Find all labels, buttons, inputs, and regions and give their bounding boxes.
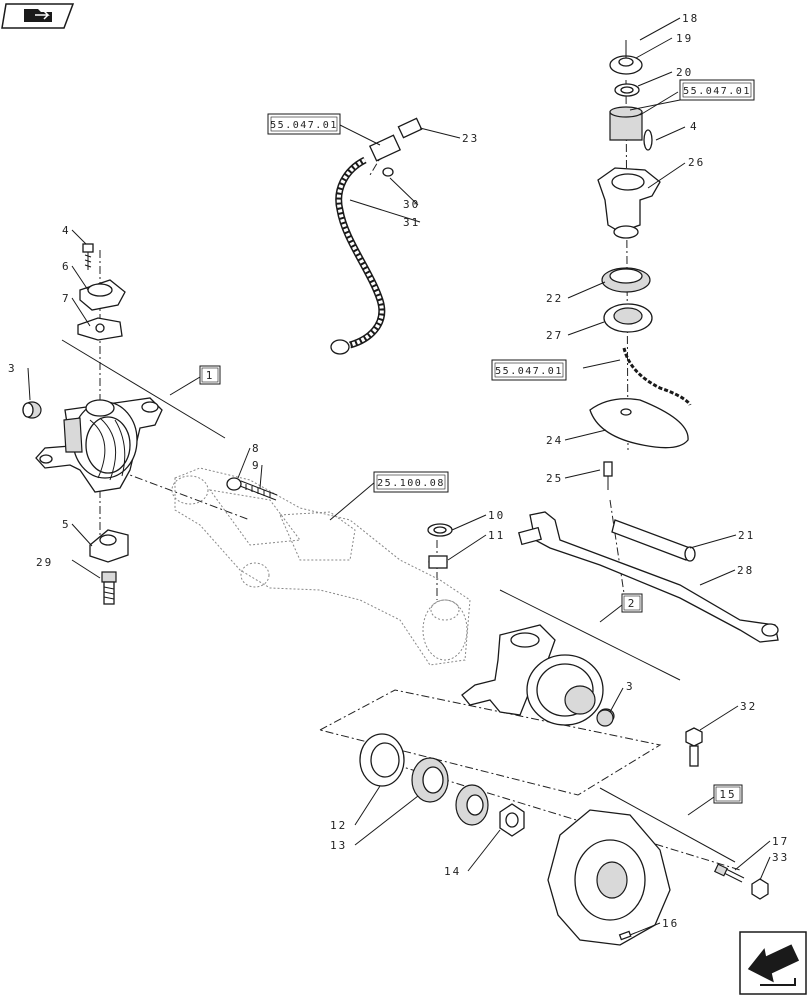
seal-12 — [359, 733, 405, 787]
ref-box-fitting[interactable]: 55.047.01 — [267, 113, 341, 135]
nut-14 — [499, 803, 525, 837]
callout-8[interactable]: 8 — [252, 442, 261, 455]
callout-27[interactable]: 27 — [546, 329, 563, 342]
callout-18[interactable]: 18 — [682, 12, 699, 25]
callout-24[interactable]: 24 — [546, 434, 563, 447]
sensor-cable — [622, 347, 692, 406]
ref-fitting-text: 55.047.01 — [270, 120, 338, 131]
left-bolt-4 — [82, 243, 94, 270]
ref-sensor-text: 55.047.01 — [495, 366, 563, 377]
ref-box-sensor[interactable]: 55.047.01 — [491, 359, 567, 381]
callout-13[interactable]: 13 — [330, 839, 347, 852]
callout-25[interactable]: 25 — [546, 472, 563, 485]
callout-5[interactable]: 5 — [62, 518, 71, 531]
ref-axle-text: 25.100.08 — [377, 478, 445, 489]
group-box-15[interactable]: 15 — [713, 784, 743, 804]
ref-box-cap[interactable]: 55.047.01 — [679, 79, 755, 101]
callout-6[interactable]: 6 — [62, 260, 71, 273]
callout-20[interactable]: 20 — [676, 66, 693, 79]
boot-21 — [611, 519, 696, 562]
seal-10 — [427, 523, 453, 537]
group-brackets — [61, 339, 736, 863]
callout-17[interactable]: 17 — [772, 835, 789, 848]
tie-rod-28 — [517, 511, 779, 643]
callout-26[interactable]: 26 — [688, 156, 705, 169]
callout-22[interactable]: 22 — [546, 292, 563, 305]
ref-cap-text: 55.047.01 — [683, 86, 751, 97]
callout-32[interactable]: 32 — [740, 700, 757, 713]
bearing-cone — [455, 784, 489, 826]
stud-17 — [713, 863, 745, 883]
callout-14[interactable]: 14 — [444, 865, 461, 878]
pin-16 — [618, 930, 632, 941]
bearing-13 — [411, 757, 449, 803]
group-2-text: 2 — [628, 597, 637, 610]
hub-15 — [547, 809, 671, 946]
left-shim-7 — [77, 317, 123, 341]
callout-numbers: 18 19 20 4 26 22 27 24 25 23 30 31 4 6 7… — [8, 12, 789, 930]
hose-31 — [330, 117, 423, 355]
callout-9[interactable]: 9 — [252, 459, 261, 472]
bushing-11 — [428, 555, 448, 569]
left-bushing-3 — [22, 401, 42, 419]
callout-4-top[interactable]: 4 — [690, 120, 699, 133]
callout-29[interactable]: 29 — [36, 556, 53, 569]
leader-lines — [27, 17, 771, 936]
bolt-8-9 — [226, 477, 278, 501]
callout-7[interactable]: 7 — [62, 292, 71, 305]
group-box-1[interactable]: 1 — [199, 365, 221, 385]
callout-16[interactable]: 16 — [662, 917, 679, 930]
callout-10[interactable]: 10 — [488, 509, 505, 522]
callout-28[interactable]: 28 — [737, 564, 754, 577]
callout-23[interactable]: 23 — [462, 132, 479, 145]
next-page-arrow-icon[interactable] — [739, 931, 807, 995]
axle-housing-ghost — [171, 467, 471, 666]
callout-21[interactable]: 21 — [738, 529, 755, 542]
group-15-text: 15 — [719, 788, 736, 801]
left-steering-knuckle — [35, 397, 163, 493]
callout-33[interactable]: 33 — [772, 851, 789, 864]
folder-back-icon[interactable] — [1, 3, 75, 29]
callout-12[interactable]: 12 — [330, 819, 347, 832]
right-bushing-3 — [596, 709, 614, 727]
left-cap-5 — [89, 529, 129, 563]
callout-30[interactable]: 30 — [403, 198, 420, 211]
left-cap-6 — [79, 279, 126, 311]
callout-19[interactable]: 19 — [676, 32, 693, 45]
bolt-32 — [685, 727, 703, 767]
group-1-text: 1 — [206, 369, 215, 382]
callout-3-left[interactable]: 3 — [8, 362, 17, 375]
nut-33 — [751, 878, 769, 900]
callout-3-right[interactable]: 3 — [626, 680, 635, 693]
right-top-assembly — [589, 40, 689, 490]
right-steering-knuckle — [461, 624, 615, 726]
group-box-2[interactable]: 2 — [621, 593, 643, 613]
left-bolt-29 — [101, 571, 117, 605]
callout-31[interactable]: 31 — [403, 216, 420, 229]
callout-11[interactable]: 11 — [488, 529, 505, 542]
callout-4-left[interactable]: 4 — [62, 224, 71, 237]
ref-box-axle[interactable]: 25.100.08 — [373, 471, 449, 493]
